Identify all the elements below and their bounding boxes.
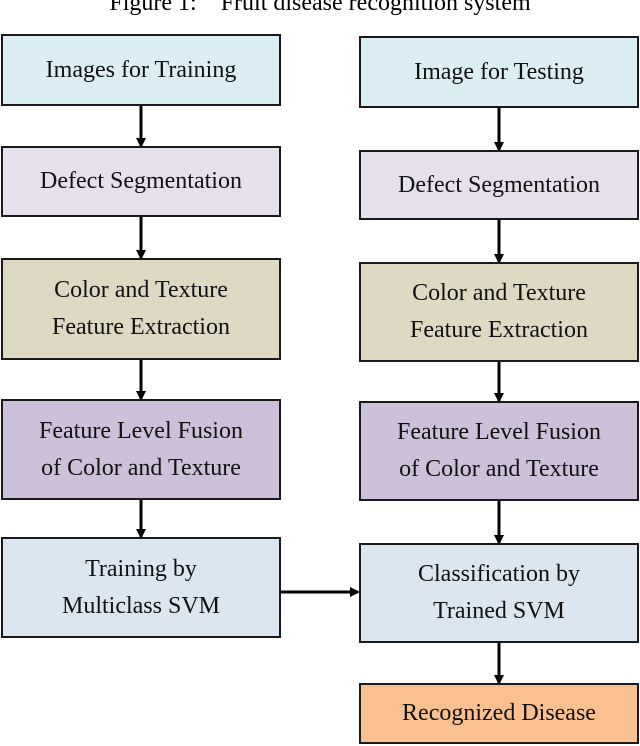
box-label-line1: Training by — [85, 555, 197, 582]
box-label-line1: Color and Texture — [54, 277, 228, 303]
box-training-multiclass-svm: Training by Multiclass SVM — [1, 537, 281, 638]
box-classification-trained-svm: Classification by Trained SVM — [359, 543, 639, 643]
box-label-line1: Defect Segmentation — [398, 171, 600, 198]
box-label-line2: Trained SVM — [433, 598, 565, 624]
box-label-line1: Feature Level Fusion — [39, 417, 243, 444]
box-label-line2: of Color and Texture — [399, 456, 599, 482]
box-label-line2: Feature Extraction — [410, 317, 588, 343]
box-image-for-testing: Image for Testing — [359, 36, 639, 108]
box-label-line1: Color and Texture — [412, 280, 586, 306]
box-label-line2: Feature Extraction — [52, 314, 230, 340]
box-test-defect-segmentation: Defect Segmentation — [359, 150, 639, 220]
box-label-line1: Defect Segmentation — [40, 168, 242, 194]
box-label-line1: Recognized Disease — [402, 700, 596, 726]
figure-caption: Figure 1: Fruit disease recognition syst… — [0, 0, 640, 17]
box-test-feature-fusion: Feature Level Fusion of Color and Texture — [359, 401, 639, 501]
box-label-line2: of Color and Texture — [41, 454, 241, 481]
box-train-defect-segmentation: Defect Segmentation — [1, 146, 281, 217]
figure-label: Figure 1: — [109, 0, 197, 16]
box-label-line1: Classification by — [418, 561, 580, 587]
figure-title: Fruit disease recognition system — [220, 0, 531, 16]
box-label-line1: Feature Level Fusion — [397, 419, 601, 445]
box-train-feature-fusion: Feature Level Fusion of Color and Texture — [1, 399, 281, 500]
box-recognized-disease: Recognized Disease — [359, 683, 639, 744]
box-label-line1: Image for Testing — [414, 58, 584, 85]
box-label-line2: Multiclass SVM — [61, 592, 220, 619]
box-label-line1: Images for Training — [45, 56, 237, 83]
box-images-for-training: Images for Training — [1, 34, 281, 106]
